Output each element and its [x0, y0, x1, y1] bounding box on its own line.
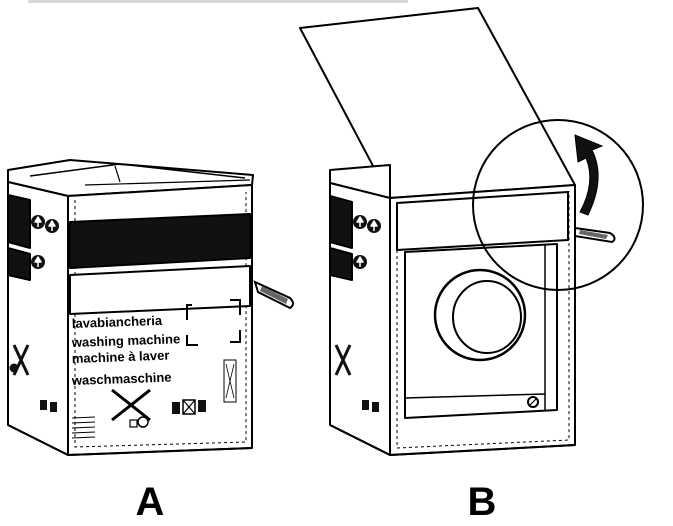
detail-circle: [472, 119, 644, 291]
scissors-icon: [9, 344, 30, 376]
scan-artifact: [28, 0, 408, 3]
box-a: [7, 159, 254, 456]
product-name-de: waschmaschine: [71, 370, 172, 389]
box-b: [299, 7, 576, 456]
step-label-b: B: [468, 480, 497, 524]
product-name-en: washing machine: [71, 331, 181, 350]
step-label-a: A: [136, 480, 165, 524]
knife-detail-icon: [574, 226, 616, 244]
box-a-bracket-marks: [186, 299, 241, 346]
box-a-fine-print: [71, 416, 96, 439]
recycle-icon: [137, 416, 149, 428]
lift-arrow-icon: [574, 134, 604, 216]
box-a-front-icons: [71, 359, 237, 439]
knife-icon: [253, 280, 294, 310]
fragile-icon: [172, 399, 206, 415]
box-a-window: [69, 265, 251, 315]
box-a-dark-band: [69, 213, 251, 269]
crossed-tools-icon: [111, 388, 151, 422]
box-a-product-names: lavabiancheria washing machine machine à…: [71, 313, 181, 388]
product-name-fr: machine à laver: [72, 348, 170, 366]
product-name-it: lavabiancheria: [72, 313, 164, 331]
